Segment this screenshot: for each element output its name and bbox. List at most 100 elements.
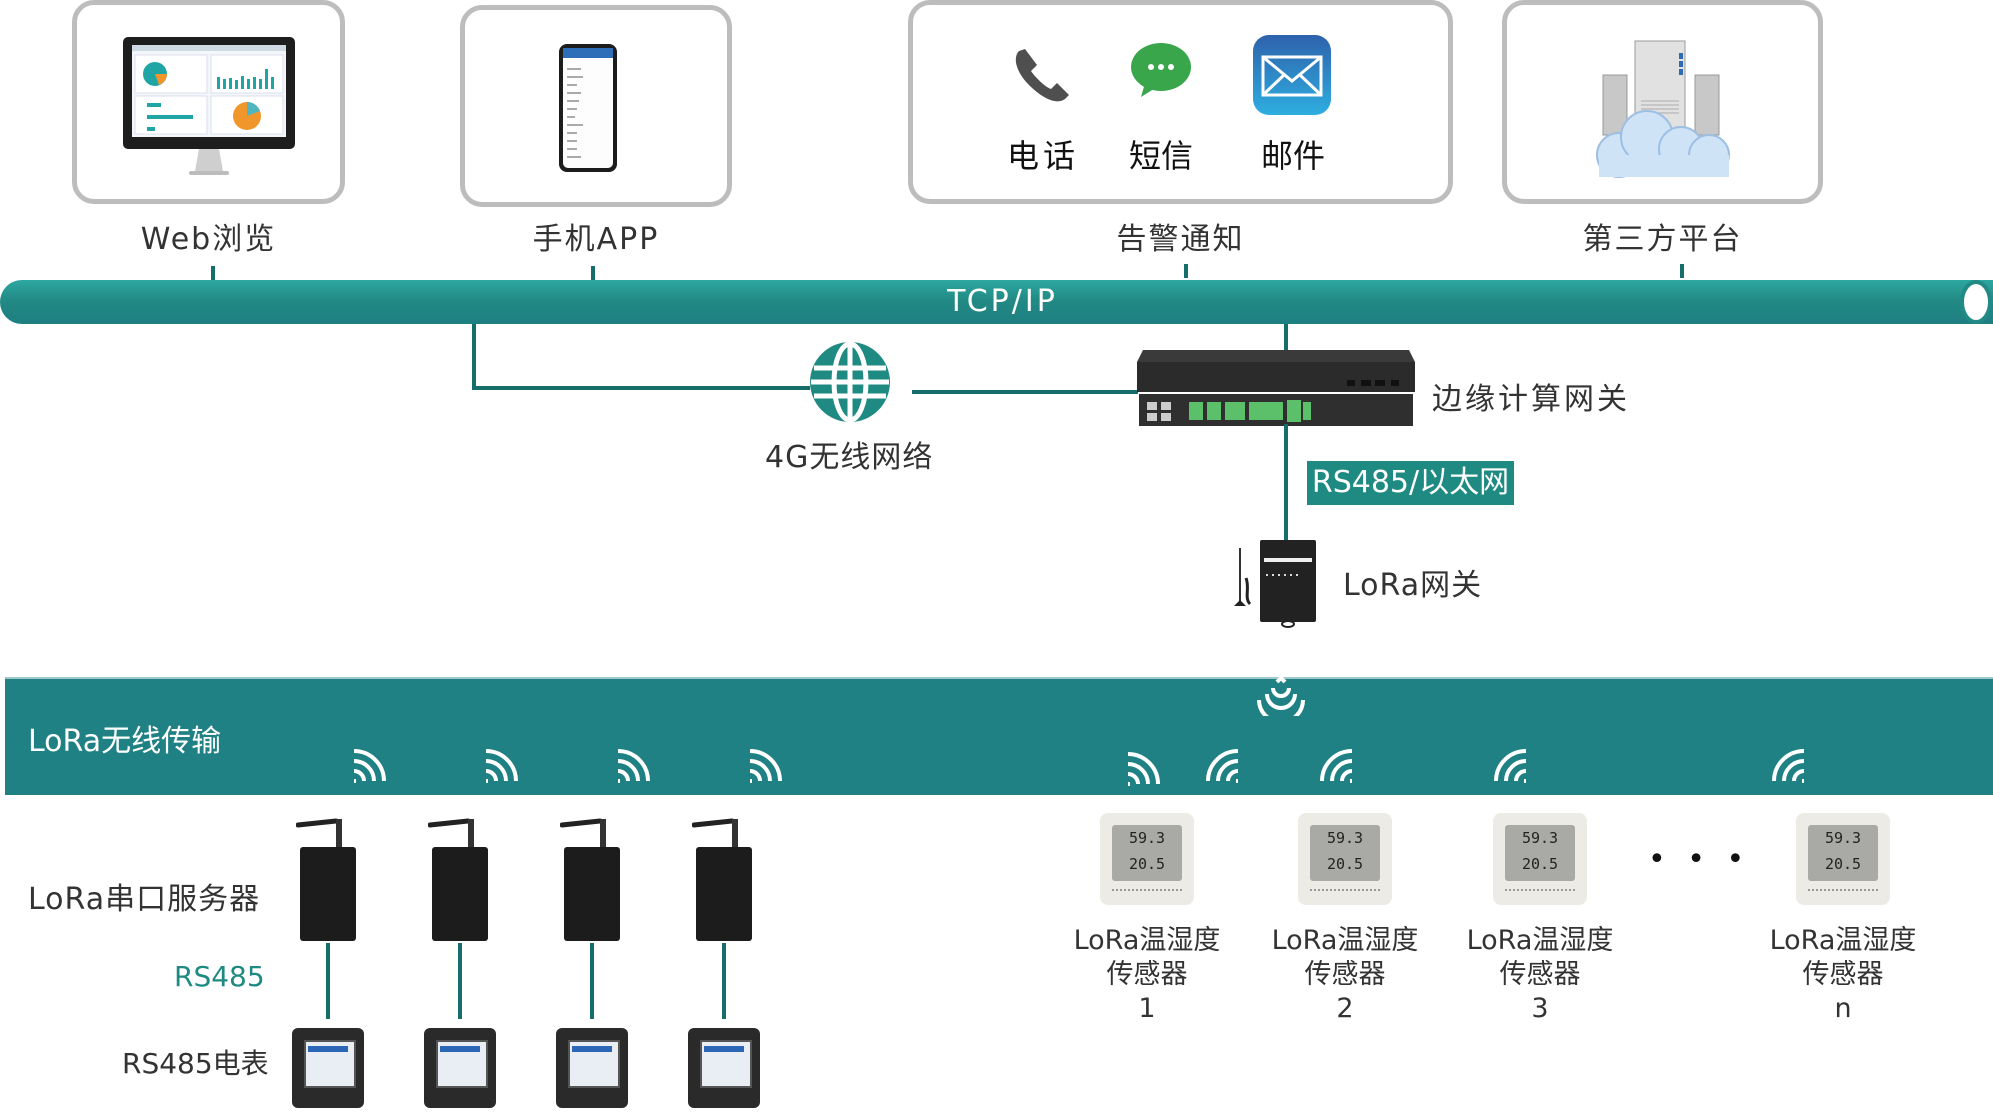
antenna-icon	[428, 818, 474, 849]
lora-temp-humidity-sensor-device: 59.3 20.5	[1493, 813, 1587, 905]
signal-wave-icon	[749, 749, 782, 783]
wireless-branch-horizontal-right	[912, 390, 1138, 394]
sensor-label-line1: LoRa温湿度	[1769, 925, 1917, 956]
third-party-card	[1502, 0, 1823, 204]
alarm-connector	[1184, 264, 1188, 278]
sensor-temp-reading: 59.3	[1521, 829, 1559, 847]
rs485-cable	[458, 943, 462, 1019]
wireless-branch-horizontal-left	[472, 386, 810, 390]
sensor-display: 59.3 20.5	[1505, 825, 1575, 881]
sensor-humidity-reading: 20.5	[1326, 855, 1364, 873]
sensor-humidity-reading: 20.5	[1128, 855, 1166, 873]
rs485-meter-label: RS485电表	[122, 1047, 269, 1080]
lora-wireless-label: LoRa无线传输	[28, 724, 222, 759]
antenna-icon	[692, 818, 738, 849]
antenna-icon	[560, 818, 606, 849]
web-browse-card	[72, 0, 345, 204]
rs485-meter-device	[424, 1028, 496, 1108]
sensor-label-line2: 传感器	[1304, 959, 1386, 990]
edge-gateway-label: 边缘计算网关	[1432, 382, 1630, 417]
wireless-branch-vertical	[472, 324, 476, 390]
alarm-notify-card: 电话 短信 邮件	[908, 0, 1453, 204]
pipe-end-cap	[1960, 280, 1992, 324]
lora-serial-server-device	[696, 847, 752, 941]
cloud-server-icon	[1596, 40, 1730, 178]
wireless-4g-label: 4G无线网络	[765, 440, 934, 475]
lora-serial-server-label: LoRa串口服务器	[28, 882, 261, 917]
rs485-cable	[590, 943, 594, 1019]
signal-wave-icon	[485, 749, 518, 783]
sensor-humidity-reading: 20.5	[1521, 855, 1559, 873]
web-connector	[211, 266, 215, 280]
signal-wave-icon	[617, 749, 650, 783]
sensor-display: 59.3 20.5	[1310, 825, 1380, 881]
mobile-connector	[591, 266, 595, 280]
signal-wave-icon	[1772, 749, 1805, 783]
sensor-index: 1	[1138, 993, 1156, 1024]
broadcast-wave-icon	[1257, 676, 1305, 716]
lora-serial-server-device	[564, 847, 620, 941]
signal-wave-icon	[1494, 749, 1527, 783]
sensor-temp-reading: 59.3	[1128, 829, 1166, 847]
edge-gateway-device	[1137, 350, 1415, 426]
lora-temp-humidity-sensor-device: 59.3 20.5	[1796, 813, 1890, 905]
more-sensors-ellipsis: • • •	[1648, 842, 1751, 877]
lora-gateway-label: LoRa网关	[1343, 568, 1483, 603]
rs485-link-label: RS485	[174, 960, 265, 993]
third-party-label: 第三方平台	[1582, 222, 1743, 257]
sms-label: 短信	[1128, 137, 1193, 175]
signal-wave-icon	[1127, 752, 1160, 786]
sensor-display: 59.3 20.5	[1112, 825, 1182, 881]
third-party-connector	[1680, 264, 1684, 278]
sensor-label-line1: LoRa温湿度	[1271, 925, 1419, 956]
rs485-cable	[326, 943, 330, 1019]
sms-chat-icon	[1131, 43, 1191, 97]
rs485-meter-device	[688, 1028, 760, 1108]
rs485-ethernet-tag: RS485/以太网	[1307, 461, 1514, 505]
sensor-index: 3	[1531, 993, 1549, 1024]
sensor-display: 59.3 20.5	[1808, 825, 1878, 881]
sensor-temp-reading: 59.3	[1824, 829, 1862, 847]
sensor-label-line1: LoRa温湿度	[1073, 925, 1221, 956]
gateway-downlink	[1284, 424, 1288, 540]
alarm-notify-label: 告警通知	[1116, 222, 1245, 257]
sensor-label-line2: 传感器	[1106, 959, 1188, 990]
tcpip-backbone	[0, 280, 1993, 324]
phone-icon	[1015, 49, 1069, 102]
signal-wave-icon	[1320, 749, 1353, 783]
sensor-index: 2	[1336, 993, 1354, 1024]
mail-label: 邮件	[1260, 137, 1325, 175]
lora-gateway-device	[1234, 540, 1316, 628]
lora-serial-server-device	[300, 847, 356, 941]
phone-label: 电话	[1006, 137, 1079, 175]
antenna-icon	[296, 818, 342, 849]
rs485-meter-device	[556, 1028, 628, 1108]
sensor-humidity-reading: 20.5	[1824, 855, 1862, 873]
signal-wave-icon	[353, 749, 386, 783]
rs485-cable	[722, 943, 726, 1019]
sensor-label-line1: LoRa温湿度	[1466, 925, 1614, 956]
rs485-meter-device	[292, 1028, 364, 1108]
smartphone-icon	[559, 44, 617, 172]
web-browse-label: Web浏览	[140, 222, 277, 257]
lora-serial-server-device	[432, 847, 488, 941]
mobile-app-label: 手机APP	[532, 222, 660, 257]
globe-icon	[810, 341, 890, 423]
lora-temp-humidity-sensor-device: 59.3 20.5	[1298, 813, 1392, 905]
sensor-temp-reading: 59.3	[1326, 829, 1364, 847]
mobile-app-card	[460, 5, 732, 207]
sensor-index: n	[1834, 993, 1852, 1024]
mail-icon	[1253, 35, 1331, 115]
monitor-dashboard-icon	[123, 37, 295, 175]
gateway-uplink	[1284, 324, 1288, 352]
tcpip-label: TCP/IP	[947, 284, 1058, 319]
sensor-label-line2: 传感器	[1802, 959, 1884, 990]
signal-wave-icon	[1206, 749, 1239, 783]
lora-wireless-band	[5, 677, 1993, 795]
sensor-label-line2: 传感器	[1499, 959, 1581, 990]
lora-temp-humidity-sensor-device: 59.3 20.5	[1100, 813, 1194, 905]
